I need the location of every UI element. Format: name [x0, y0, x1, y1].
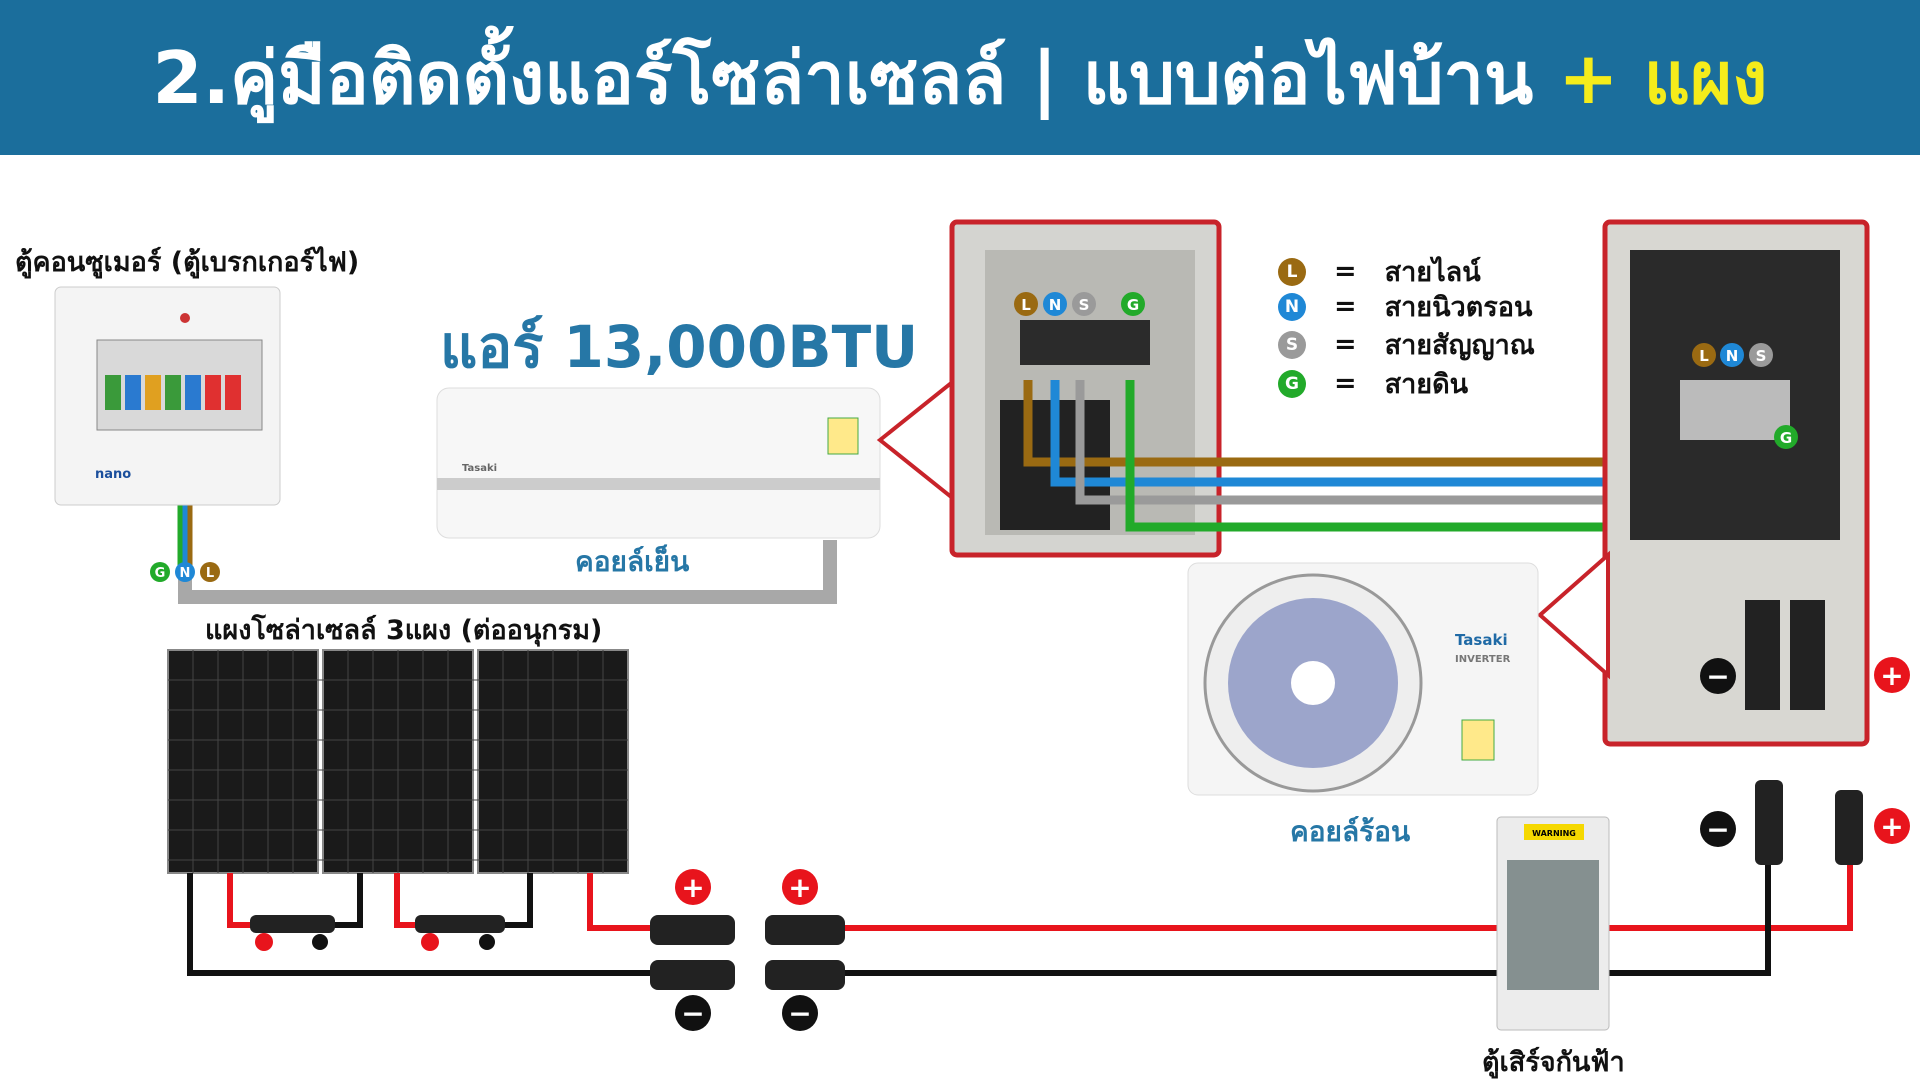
indoor-terminal-callout	[949, 219, 1222, 558]
indoor-unit: Tasaki	[436, 387, 881, 539]
svg-text:−: −	[681, 997, 704, 1030]
svg-text:L: L	[206, 566, 214, 581]
consumer-brand-logo: nano	[95, 467, 131, 482]
legend-text: สายนิวตรอน	[1384, 292, 1533, 323]
legend-badge: N	[1278, 292, 1306, 321]
legend-item-line: L = สายไลน์	[1278, 250, 1481, 293]
svg-text:−: −	[1706, 813, 1729, 846]
outdoor-unit: Tasaki INVERTER	[1187, 562, 1539, 796]
consumer-terminal-badges: G N L	[150, 562, 220, 582]
svg-text:S: S	[1079, 296, 1090, 314]
surge-box-label: ตู้เสิร์จกันฟ้า	[1482, 1047, 1625, 1078]
legend-item-ground: G = สายดิน	[1278, 362, 1468, 405]
svg-text:G: G	[1780, 429, 1792, 447]
dc-positive-line	[840, 862, 1853, 931]
outdoor-terminal-callout	[1602, 219, 1870, 747]
consumer-unit: nano	[54, 286, 281, 506]
legend-badge: S	[1278, 330, 1306, 359]
legend-eq: =	[1334, 256, 1357, 287]
solar-label: แผงโซล่าเซลล์ 3แผง (ต่ออนุกรม)	[205, 615, 603, 646]
consumer-unit-label: ตู้คอนซูเมอร์ (ตู้เบรกเกอร์ไฟ)	[15, 247, 360, 278]
title-highlight: + แผง	[1558, 36, 1768, 120]
header-banner: 2.คู่มือติดตั้งแอร์โซล่าเซลล์ | แบบต่อไฟ…	[0, 0, 1920, 155]
mc4-connectors	[250, 780, 1863, 990]
legend-text: สายสัญญาณ	[1384, 330, 1535, 361]
svg-text:N: N	[1049, 296, 1062, 314]
legend-text: สายดิน	[1384, 369, 1469, 400]
svg-text:−: −	[788, 997, 811, 1030]
legend-item-neutral: N = สายนิวตรอน	[1278, 285, 1532, 328]
svg-text:INVERTER: INVERTER	[1455, 654, 1511, 665]
surge-protection-box: WARNING	[1496, 816, 1610, 1031]
legend-badge: G	[1278, 369, 1306, 398]
outdoor-unit-label: คอยล์ร้อน	[1290, 815, 1411, 848]
svg-text:N: N	[1726, 347, 1739, 365]
legend-eq: =	[1334, 368, 1357, 399]
svg-text:Tasaki: Tasaki	[1455, 631, 1508, 649]
svg-text:+: +	[1880, 810, 1903, 843]
svg-text:G: G	[155, 566, 166, 581]
svg-text:+: +	[681, 871, 704, 904]
svg-text:G: G	[1127, 296, 1139, 314]
outdoor-terminal-badges: L N S G	[1692, 343, 1798, 449]
svg-text:L: L	[1699, 347, 1709, 365]
polarity-badges: + + + + − − − −	[255, 657, 1910, 1031]
legend-badge: L	[1278, 257, 1306, 286]
indoor-unit-label: คอยล์เย็น	[575, 545, 690, 578]
legend-eq: =	[1334, 329, 1357, 360]
dc-wiring	[187, 862, 1853, 976]
svg-text:+: +	[788, 871, 811, 904]
svg-text:L: L	[1021, 296, 1031, 314]
indoor-terminal-badges: L N S G	[1014, 292, 1145, 316]
dc-negative-line	[840, 862, 1771, 976]
page-title: 2.คู่มือติดตั้งแอร์โซล่าเซลล์ | แบบต่อไฟ…	[153, 20, 1768, 135]
legend-eq: =	[1334, 291, 1357, 322]
legend-text: สายไลน์	[1384, 257, 1481, 288]
svg-text:WARNING: WARNING	[1532, 829, 1576, 838]
indoor-unit-title: แอร์ 13,000BTU	[440, 313, 919, 381]
svg-text:S: S	[1756, 347, 1767, 365]
title-main: 2.คู่มือติดตั้งแอร์โซล่าเซลล์ | แบบต่อไฟ…	[152, 36, 1534, 120]
legend-item-signal: S = สายสัญญาณ	[1278, 323, 1535, 366]
svg-text:+: +	[1880, 659, 1903, 692]
svg-text:Tasaki: Tasaki	[462, 463, 497, 474]
solar-panels	[167, 649, 629, 874]
svg-text:N: N	[180, 566, 191, 581]
svg-text:−: −	[1706, 660, 1729, 693]
